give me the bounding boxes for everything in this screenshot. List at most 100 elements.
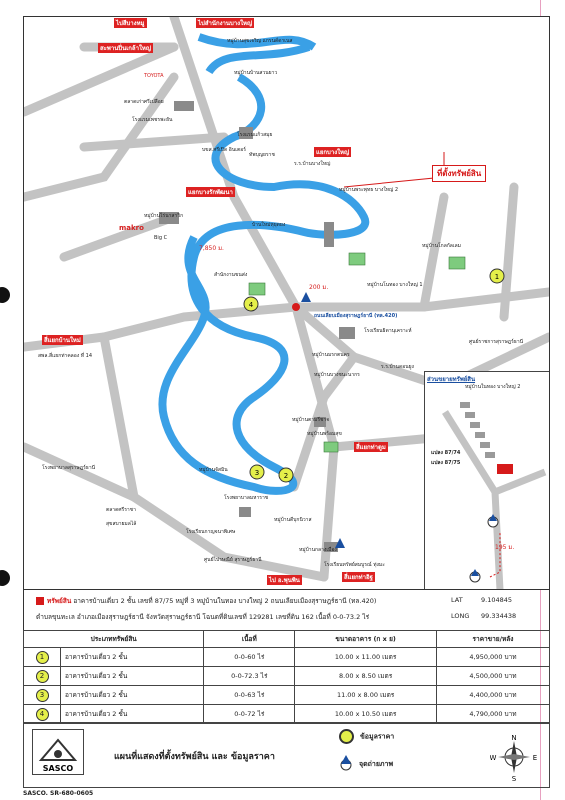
landmark-label: บขส.ศรีเปิด อินเตอร์: [202, 147, 246, 153]
row-size: 11.00 x 8.00 เมตร: [294, 685, 437, 705]
road-label: ไปสำนักงานบางใหญ่: [196, 18, 255, 28]
building-blocks: [159, 101, 355, 552]
landmark-label: หมู่บ้านโนทอง บางใหญ่ 1: [367, 282, 423, 288]
landmark-label: หมู่บ้านไร่นาสาวิก: [144, 213, 184, 219]
svg-text:S: S: [512, 775, 517, 781]
row-type: อาคารบ้านเดี่ยว 2 ชั้น: [59, 685, 205, 705]
row-area: 0-0-63 ไร่: [203, 685, 296, 705]
property-address: อาคารบ้านเดี่ยว 2 ชั้น เลขที่ 87/75 หมู่…: [73, 597, 377, 605]
landmark-label: หมู่บ้านโกลกัลเลม: [422, 243, 461, 249]
property-inset-map: ส่วนขยายทรัพย์สิน หมู่บ้านในทอง บางใหญ่ …: [424, 371, 549, 589]
landmark-label: หมู่บ้านสุขเจริญ แกรนด์ดาเนส: [227, 38, 293, 44]
table-header-row: ประเภททรัพย์สิน เนื้อที่ ขนาดอาคาร (ก x …: [22, 630, 551, 648]
landmark-label: โรงเรียนธิดานุเคราะห์: [364, 328, 412, 334]
landmark-label: ตลาดเก่าศรีเปลือย: [124, 99, 164, 105]
landmark-label: โรงเรียนทรัพย์สมบูรณ์ ทุ่งมะ: [324, 562, 385, 568]
svg-text:SASCO: SASCO: [43, 764, 74, 773]
header-type: ประเภททรัพย์สิน: [22, 630, 205, 648]
footer-title: แผนที่แสดงที่ตั้งทรัพย์สิน และ ข้อมูลราค…: [114, 752, 275, 762]
landmark-label: สุขสบายมลไล้: [106, 521, 137, 527]
row-type: อาคารบ้านเดี่ยว 2 ชั้น: [59, 704, 205, 724]
inset-title: ส่วนขยายทรัพย์สิน: [427, 376, 476, 383]
pointer-line: [343, 152, 445, 188]
landmark-label: บ้านใหม่หุยุดยง: [252, 222, 286, 228]
table-row: 4 อาคารบ้านเดี่ยว 2 ชั้น 0-0-72 ไร่ 10.0…: [23, 704, 551, 724]
landmark-label: หมู่บ้านมรกตนคร: [312, 352, 350, 358]
row-number: 4: [35, 707, 49, 721]
price-marker-icon: [339, 729, 354, 744]
row-type: อาคารบ้านเดี่ยว 2 ชั้น: [59, 647, 205, 667]
table-row: 1 อาคารบ้านเดี่ยว 2 ชั้น 0-0-60 ไร่ 10.0…: [23, 647, 551, 667]
road-label: แยกบางใหญ่: [314, 147, 352, 157]
landmark-label: ตลาดศรีราชา: [106, 507, 136, 513]
location-map: 4 1 3 2 ไปสีบางหมู ไปสำนักงานบางใหญ่ สะพ…: [23, 16, 550, 590]
landmark-label: หมู่บ้านพระพุทธ บางใหญ่ 2: [339, 187, 399, 193]
road-label: ไป อ.พุนพิน: [267, 575, 302, 585]
road-label: สี่แยกท่าอิฐ: [342, 572, 375, 582]
header-area: เนื้อที่: [203, 630, 296, 648]
landmark-label: ศูนย์ไปรษณีย์ สุราษฎร์ธานี: [204, 557, 262, 563]
marker-label: 2: [284, 472, 288, 480]
property-marker: [292, 303, 300, 311]
price-markers: [243, 268, 505, 483]
road-label: ไปสีบางหมู: [114, 18, 147, 28]
landmark-label: หมู่บ้านบางชนะนากร: [314, 372, 360, 378]
landmark-label: ร.ร.บ้านบางใหญ่: [294, 161, 331, 167]
row-price: 4,790,000 บาท: [435, 704, 551, 724]
camera-point-icon: [339, 755, 353, 773]
price-table: ประเภททรัพย์สิน เนื้อที่ ขนาดอาคาร (ก x …: [22, 630, 551, 724]
landmark-label: โรงแรมเพชรพะยัน: [132, 117, 173, 123]
row-number: 1: [35, 650, 49, 664]
row-type: อาคารบ้านเดี่ยว 2 ชั้น: [59, 666, 205, 686]
header-size: ขนาดอาคาร (ก x ย): [294, 630, 437, 648]
landmark-label: Big C: [154, 235, 168, 241]
property-info: ทรัพย์สิน อาคารบ้านเดี่ยว 2 ชั้น เลขที่ …: [23, 588, 550, 631]
inset-lot: แปลง 87/74: [431, 450, 461, 456]
inset-canvas: [442, 402, 547, 589]
distance-label: 200 ม.: [309, 284, 329, 291]
punch-hole: [0, 570, 10, 586]
property-label: ทรัพย์สิน: [47, 597, 72, 605]
landmark-label: หมู่บ้านบ้านสวนยาว: [234, 70, 278, 76]
landmark-label: ร.ร.บ้านดอนยูง: [381, 364, 414, 370]
row-size: 10.00 x 10.50 เมตร: [294, 704, 437, 724]
landmark-label: หมู่บ้านตามรีชาจ: [292, 417, 330, 423]
road-label: แยกบางรักพัฒนา: [186, 187, 235, 197]
distance-label: 195 ม.: [495, 544, 515, 551]
footer-panel: SASCO แผนที่แสดงที่ตั้งทรัพย์สิน และ ข้อ…: [23, 722, 550, 788]
landmark-label: ถนนเลียบเมืองสุราษฎร์ธานี (ทล.420): [314, 313, 398, 319]
row-size: 8.00 x 8.50 เมตร: [294, 666, 437, 686]
row-area: 0-0-72 ไร่: [203, 704, 296, 724]
landmark-label: ศูนย์ราชการสุราษฎร์ธานี: [469, 339, 524, 345]
row-price: 4,500,000 บาท: [435, 666, 551, 686]
sasco-logo: SASCO: [32, 729, 84, 775]
road-label: สี่แยกท่าตูม: [354, 442, 388, 452]
landmark-label: TOYOTA: [144, 73, 164, 79]
landmark-label: ทัพบุญยราช: [249, 152, 275, 158]
road-label: สะพานปิ่นเกล้าใหญ่: [98, 43, 153, 53]
document-number: SASCO. SR-680-0605: [23, 790, 94, 797]
landmark-label: สพล.สี่แยกท่าคลอง ที่ 14: [38, 353, 93, 359]
table-row: 2 อาคารบ้านเดี่ยว 2 ชั้น 0-0-72.3 ไร่ 8.…: [23, 666, 551, 686]
property-line-1: ทรัพย์สิน อาคารบ้านเดี่ยว 2 ชั้น เลขที่ …: [36, 596, 376, 606]
landmark-label: หมู่บ้านพร้อมสุข: [307, 431, 342, 437]
marker-label: 3: [255, 469, 259, 477]
landmark-label: สำนักงานขนส่ง: [214, 272, 248, 278]
landmark-label: หมู่บ้านจัสมิน: [199, 467, 228, 473]
landmark-label: หมู่บ้านกลางเมือง: [299, 547, 337, 553]
property-swatch: [36, 597, 44, 605]
marker-label: 1: [495, 273, 499, 281]
row-size: 10.00 x 11.00 เมตร: [294, 647, 437, 667]
landmark-label: หมู่บ้านดีบุกนิวาส: [274, 517, 312, 523]
inset-village: หมู่บ้านในทอง บางใหญ่ 2: [465, 384, 521, 390]
property-line-2: ตำบลขุนทะเล อำเภอเมืองสุราษฎร์ธานี จังหว…: [36, 613, 370, 621]
row-area: 0-0-72.3 ไร่: [203, 666, 296, 686]
svg-text:W: W: [490, 754, 497, 762]
river: [158, 33, 370, 495]
landmark-label: โรงแรมแก้วสมุย: [237, 132, 273, 138]
property-title: ที่ตั้งทรัพย์สิน: [432, 165, 487, 182]
landmark-label: โรงเรียนกาญจนาพิเศษ: [186, 529, 236, 535]
